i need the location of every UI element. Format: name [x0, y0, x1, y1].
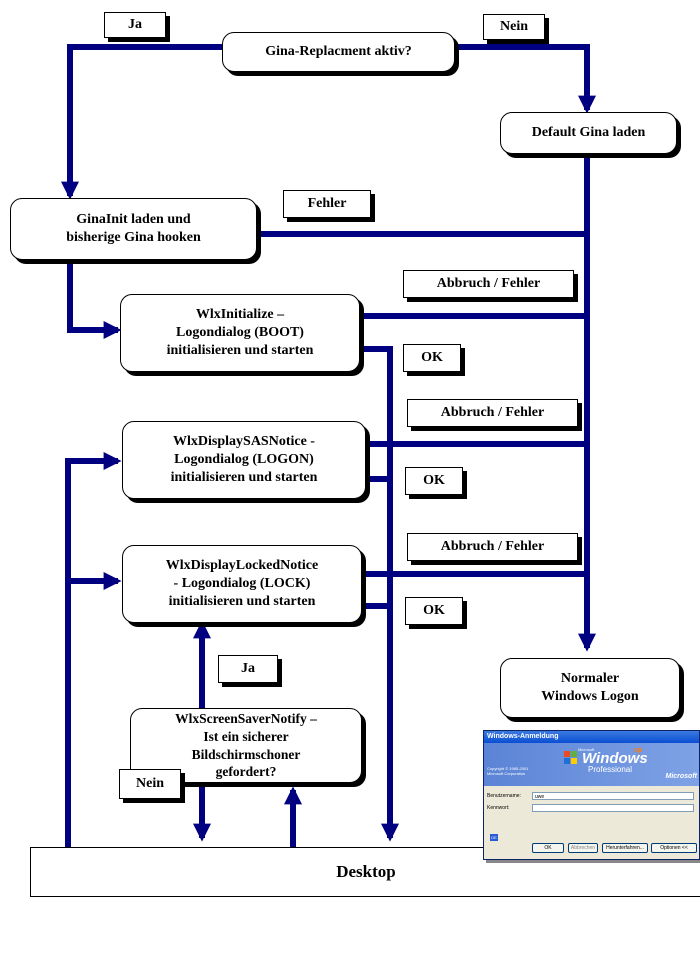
logon-dialog-banner: Microsoft Windows xp Professional Copyri… — [484, 743, 699, 786]
professional-text: Professional — [588, 765, 633, 774]
keyboard-layout-indicator: DE — [490, 834, 498, 841]
arrow-ginainit-to-initialize — [67, 260, 122, 339]
arrow-ja-to-ginainit — [61, 44, 222, 200]
windows-logo-text: Windows — [582, 750, 648, 767]
logon-cancel-button[interactable]: Abbrechen — [568, 843, 598, 853]
microsoft-small-text: Microsoft — [578, 747, 595, 752]
label-ok-1: OK — [403, 344, 461, 372]
label-fehler: Fehler — [283, 190, 371, 218]
microsoft-brand-text: Microsoft — [665, 773, 698, 780]
arrow-nein-to-default — [455, 44, 596, 114]
line-initialize-ok — [362, 346, 399, 842]
label-ja-top: Ja — [104, 12, 166, 38]
password-field[interactable] — [532, 804, 694, 812]
ginainit-node: GinaInit laden und bisherige Gina hooken — [10, 198, 257, 260]
wlx-initialize-node: WlxInitialize – Logondialog (BOOT) initi… — [120, 294, 360, 372]
default-gina-node: Default Gina laden — [500, 112, 677, 154]
label-ok-2: OK — [405, 467, 463, 495]
logon-ok-button[interactable]: OK — [532, 843, 564, 853]
wlx-screensaver-notify-node: WlxScreenSaverNotify – Ist ein sicherer … — [130, 708, 362, 783]
label-ok-3: OK — [405, 597, 463, 625]
logon-options-button[interactable]: Optionen << — [651, 843, 697, 853]
username-label: Benutzername: — [487, 793, 521, 799]
wlx-display-locked-notice-node: WlxDisplayLockedNotice - Logondialog (LO… — [122, 545, 362, 623]
label-nein-bottom: Nein — [119, 769, 181, 799]
logon-shutdown-button[interactable]: Herunterfahren... — [602, 843, 648, 853]
label-nein-top: Nein — [483, 14, 545, 40]
windows-flag-icon — [564, 751, 578, 765]
label-abbruch-fehler-2: Abbruch / Fehler — [407, 399, 578, 427]
label-abbruch-fehler-3: Abbruch / Fehler — [407, 533, 578, 561]
password-label: Kennwort: — [487, 805, 510, 811]
label-ja-bottom: Ja — [218, 655, 278, 683]
logon-dialog-title: Windows-Anmeldung — [484, 731, 699, 743]
normal-windows-logon-node: Normaler Windows Logon — [500, 658, 680, 718]
xp-text: xp — [634, 747, 643, 754]
copyright-text: Copyright © 1985-2001 Microsoft Corporat… — [487, 766, 529, 776]
label-abbruch-fehler-1: Abbruch / Fehler — [403, 270, 574, 298]
gina-replacement-active-node: Gina-Replacment aktiv? — [222, 32, 455, 72]
wlx-display-sas-notice-node: WlxDisplaySASNotice - Logondialog (LOGON… — [122, 421, 366, 499]
arrow-desktop-to-sas — [65, 452, 122, 847]
username-field[interactable]: uwe — [532, 792, 694, 800]
windows-logon-dialog-image: Windows-Anmeldung Microsoft Windows xp P… — [483, 730, 700, 860]
